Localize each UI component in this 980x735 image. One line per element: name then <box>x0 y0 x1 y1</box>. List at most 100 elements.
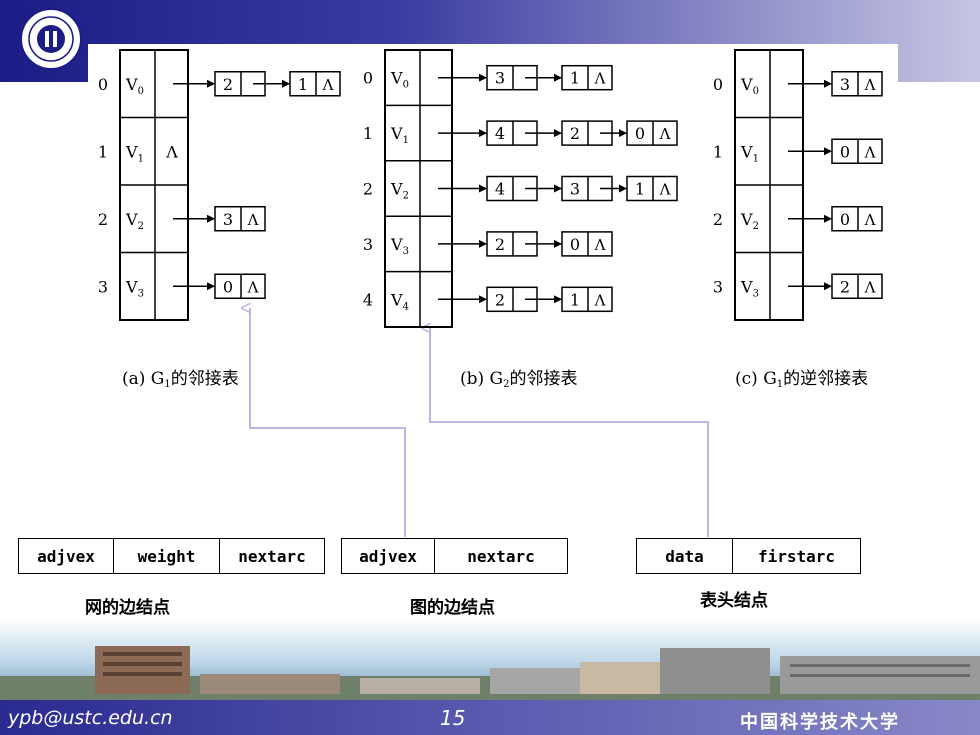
edge-adjvex: 2 <box>570 124 580 143</box>
vertex-label: V2 <box>125 210 144 232</box>
net-edge-node: adjvex weight nextarc <box>18 538 325 574</box>
edge-adjvex: 2 <box>840 277 850 296</box>
page-number: 15 <box>440 706 466 730</box>
vertex-index: 0 <box>98 75 108 94</box>
caption-a: (a) G1的邻接表 <box>122 369 239 390</box>
edge-adjvex: 2 <box>495 235 505 254</box>
edge-node <box>561 64 613 91</box>
vertex-index: 1 <box>98 142 108 161</box>
edge-adjvex: 3 <box>223 210 233 229</box>
vertex-index: 1 <box>363 124 373 143</box>
null-pointer: Λ <box>594 236 606 254</box>
null-pointer: Λ <box>247 211 259 229</box>
edge-adjvex: 3 <box>495 69 505 88</box>
null-pointer: Λ <box>659 181 671 199</box>
edge-adjvex: 0 <box>223 277 233 296</box>
edge-node <box>626 175 678 202</box>
edge-adjvex: 0 <box>635 124 645 143</box>
vertex-label: V0 <box>125 75 144 97</box>
edge-node <box>626 120 678 146</box>
edge-node <box>486 286 538 313</box>
vertex-index: 3 <box>98 277 108 296</box>
edge-adjvex: 3 <box>840 75 850 94</box>
connector-head-node <box>430 328 709 537</box>
edge-node <box>561 231 613 257</box>
edge-node <box>214 206 266 232</box>
edge-node <box>831 273 883 299</box>
edge-node <box>831 138 883 164</box>
connector-graph-edge <box>250 308 406 537</box>
head-node-label: 表头结点 <box>700 591 768 611</box>
edge-adjvex: 2 <box>223 75 233 94</box>
vertex-index: 2 <box>363 180 373 199</box>
graph-edge-node: adjvex nextarc <box>341 538 568 574</box>
null-pointer: Λ <box>165 142 178 161</box>
vertex-index: 4 <box>363 290 373 309</box>
edge-adjvex: 1 <box>635 180 645 199</box>
edge-node <box>561 286 613 313</box>
null-pointer: Λ <box>659 125 671 143</box>
edge-adjvex: 4 <box>495 124 505 143</box>
edge-adjvex: 4 <box>495 180 505 199</box>
vertex-index: 2 <box>98 210 108 229</box>
edge-adjvex: 0 <box>840 210 850 229</box>
null-pointer: Λ <box>594 291 606 309</box>
university-name: 中国科学技术大学 <box>740 712 900 733</box>
vertex-index: 3 <box>363 235 373 254</box>
vertex-label: V0 <box>740 75 759 97</box>
head-node: data firstarc <box>636 538 861 574</box>
vertex-index: 0 <box>713 75 723 94</box>
vertex-label: V0 <box>390 69 409 91</box>
field-nextarc: nextarc <box>238 546 306 566</box>
graph-edge-label: 图的边结点 <box>410 598 495 618</box>
vertex-index: 0 <box>363 69 373 88</box>
footer-bar <box>0 700 980 735</box>
edge-node <box>214 273 266 299</box>
edge-adjvex: 1 <box>570 290 580 309</box>
footer-email: ypb@ustc.edu.cn <box>8 707 173 729</box>
vertex-label: V3 <box>125 277 144 299</box>
caption-c: (c) G1的逆邻接表 <box>735 369 869 390</box>
vertex-label: V1 <box>390 124 409 146</box>
field-data: data <box>637 539 733 573</box>
field-adjvex: adjvex <box>19 539 114 573</box>
caption-b: (b) G2的邻接表 <box>460 369 578 390</box>
null-pointer: Λ <box>864 211 876 229</box>
field-nextarc: nextarc <box>467 546 535 566</box>
null-pointer: Λ <box>864 278 876 296</box>
null-pointer: Λ <box>594 70 606 88</box>
edge-adjvex: 0 <box>840 142 850 161</box>
field-adjvex: adjvex <box>342 539 435 573</box>
null-pointer: Λ <box>247 278 259 296</box>
vertex-label: V3 <box>390 235 409 257</box>
vertex-label: V2 <box>740 210 759 232</box>
campus-photo-strip <box>0 618 980 700</box>
field-firstarc: firstarc <box>757 546 836 566</box>
edge-adjvex: 1 <box>298 75 308 94</box>
null-pointer: Λ <box>864 143 876 161</box>
edge-node <box>561 120 613 146</box>
vertex-label: V2 <box>390 180 409 202</box>
vertex-label: V1 <box>740 142 759 164</box>
vertex-label: V4 <box>390 290 409 312</box>
null-pointer: Λ <box>864 76 876 94</box>
edge-node <box>289 71 341 97</box>
edge-node <box>831 71 883 97</box>
vertex-index: 3 <box>713 277 723 296</box>
struct-connectors <box>250 308 709 537</box>
edge-node <box>831 206 883 232</box>
edge-adjvex: 2 <box>495 290 505 309</box>
net-edge-label: 网的边结点 <box>85 598 170 618</box>
edge-adjvex: 1 <box>570 69 580 88</box>
vertex-index: 1 <box>713 142 723 161</box>
edge-adjvex: 3 <box>570 180 580 199</box>
vertex-index: 2 <box>713 210 723 229</box>
edge-adjvex: 0 <box>570 235 580 254</box>
null-pointer: Λ <box>322 76 334 94</box>
ustc-seal-icon <box>20 8 82 70</box>
